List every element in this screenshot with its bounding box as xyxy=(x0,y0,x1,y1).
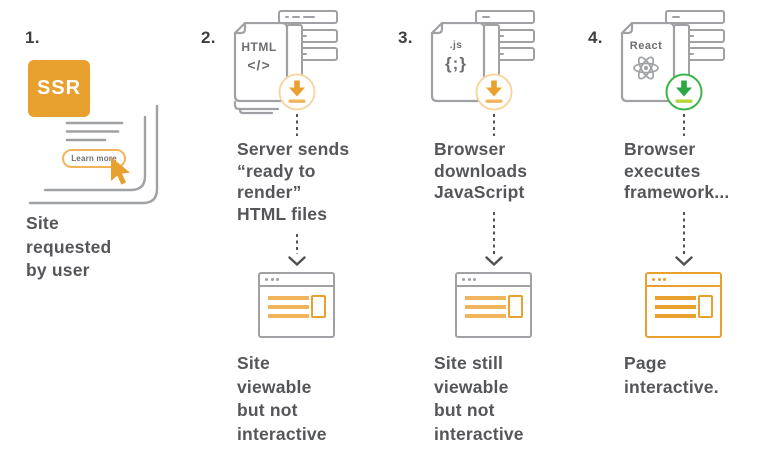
react-file-icon: React xyxy=(584,0,744,120)
file-type-label: HTML xyxy=(241,40,277,54)
server-bar-icon xyxy=(475,10,535,24)
dashed-connector xyxy=(492,114,496,136)
description-line: “ready to xyxy=(237,160,316,181)
code-glyph: {;} xyxy=(445,54,467,73)
server-bar-icon xyxy=(665,10,725,24)
browser-titlebar xyxy=(647,274,720,287)
step-2-result-caption: Site viewable but not interactive xyxy=(237,352,327,446)
caption-line: interactive. xyxy=(624,376,719,397)
step-1-number: 1. xyxy=(25,28,40,47)
caption-line: interactive xyxy=(434,423,524,444)
file-type-label: React xyxy=(629,40,663,52)
description-line: Browser xyxy=(624,139,696,159)
webpage-corner-graphic xyxy=(28,104,159,205)
caption-line: by user xyxy=(26,260,90,280)
step-4-number: 4. xyxy=(588,28,603,47)
caption-line: but not xyxy=(434,400,495,420)
description-line: downloads xyxy=(434,160,528,181)
step-2-description: Server sends “ready to render” HTML file… xyxy=(237,139,349,225)
caption-line: Site still xyxy=(434,353,504,373)
dashed-connector xyxy=(295,234,299,254)
step-3-number: 3. xyxy=(398,28,413,47)
caption-line: requested xyxy=(26,236,112,257)
description-line: JavaScript xyxy=(434,182,525,202)
download-icon xyxy=(475,73,513,111)
browser-window-icon-active xyxy=(645,272,722,338)
description-line: render” xyxy=(237,182,302,202)
dashed-connector xyxy=(682,212,686,254)
step-2-column: 2. HTML </> Server sends “re xyxy=(197,0,387,462)
step-4-column: 4. React xyxy=(584,0,774,462)
step-4-result-caption: Page interactive. xyxy=(624,352,719,399)
caption-line: Page xyxy=(624,353,667,373)
dashed-connector xyxy=(492,212,496,254)
download-icon xyxy=(278,73,316,111)
browser-titlebar xyxy=(260,274,333,287)
browser-content xyxy=(260,287,333,349)
description-line: HTML files xyxy=(237,203,328,224)
file-type-label: .js xyxy=(449,40,463,51)
code-glyph: </> xyxy=(247,57,271,73)
caption-line: interactive xyxy=(237,423,327,444)
step-1-caption: Site requested by user xyxy=(26,212,111,283)
caption-line: but not xyxy=(237,400,298,420)
browser-content xyxy=(457,287,530,349)
arrowhead-icon xyxy=(675,256,693,267)
caption-line: viewable xyxy=(434,376,509,397)
dashed-connector xyxy=(682,114,686,136)
description-line: executes xyxy=(624,160,701,181)
html-files-icon: HTML </> xyxy=(197,0,357,120)
arrowhead-icon xyxy=(485,256,503,267)
step-3-column: 3. .js {;} Browser downloads JavaScript xyxy=(394,0,584,462)
learn-more-button: Learn more xyxy=(62,149,126,168)
react-atom-icon xyxy=(633,56,659,80)
step-3-description: Browser downloads JavaScript xyxy=(434,139,527,204)
browser-titlebar xyxy=(457,274,530,287)
arrowhead-icon xyxy=(288,256,306,267)
caption-line: viewable xyxy=(237,376,312,397)
dashed-connector xyxy=(295,114,299,136)
browser-window-icon xyxy=(455,272,532,338)
cursor-icon xyxy=(111,157,130,185)
browser-content xyxy=(647,287,720,349)
description-line: Browser xyxy=(434,139,506,159)
ssr-badge: SSR xyxy=(28,60,90,117)
browser-window-icon xyxy=(258,272,335,338)
step-2-number: 2. xyxy=(201,28,216,47)
download-icon xyxy=(665,73,703,111)
js-file-icon: .js {;} xyxy=(394,0,554,120)
step-4-description: Browser executes framework... xyxy=(624,139,730,204)
caption-line: Site xyxy=(237,353,270,373)
description-line: framework... xyxy=(624,182,730,202)
server-bar-icon xyxy=(278,10,338,24)
step-3-result-caption: Site still viewable but not interactive xyxy=(434,352,524,446)
step-1-column: 1. SSR Learn more Site requested by user xyxy=(22,0,212,462)
caption-line: Site xyxy=(26,213,59,233)
description-line: Server sends xyxy=(237,139,350,159)
